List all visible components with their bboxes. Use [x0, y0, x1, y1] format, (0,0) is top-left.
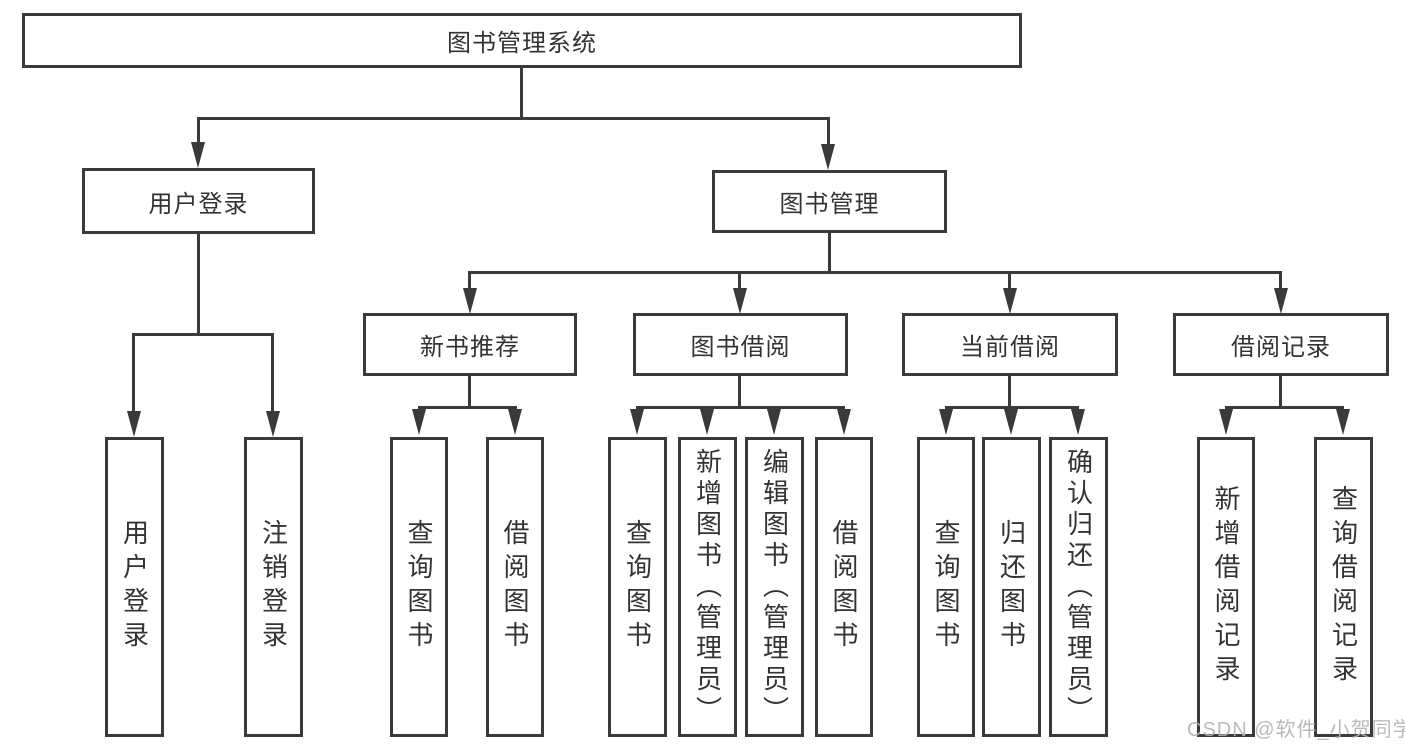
arrow-down-icon: [127, 411, 141, 437]
node-label: 新书推荐: [420, 334, 520, 361]
arrow-down-icon: [412, 409, 426, 435]
arrow-down-icon: [266, 411, 280, 437]
node-label: 用户登录: [119, 519, 150, 655]
connector-line: [1279, 271, 1282, 291]
leaf-borrow-books-borrowing: 借阅图书: [815, 437, 873, 737]
leaf-add-book-admin: 新增图书（管理员）: [678, 437, 737, 737]
connector-line: [418, 406, 517, 409]
node-borrowing-records: 借阅记录: [1173, 313, 1389, 376]
arrow-down-icon: [630, 409, 644, 435]
arrow-down-icon: [191, 142, 205, 168]
connector-line: [738, 271, 741, 291]
leaf-confirm-return-admin: 确认归还（管理员）: [1049, 437, 1108, 737]
csdn-watermark: CSDN @软件_小贺同学: [1187, 719, 1405, 741]
leaf-edit-book-admin: 编辑图书（管理员）: [745, 437, 804, 737]
leaf-query-books-recommend: 查询图书: [390, 437, 448, 737]
node-book-management: 图书管理: [712, 170, 947, 233]
node-label: 借阅图书: [829, 519, 859, 655]
node-label: 用户登录: [148, 190, 249, 218]
leaf-borrow-books-recommend: 借阅图书: [486, 437, 544, 737]
connector-line: [197, 117, 200, 146]
node-label: 注销登录: [258, 519, 289, 655]
leaf-user-login: 用户登录: [105, 437, 164, 737]
arrow-down-icon: [1004, 409, 1018, 435]
node-label: 查询图书: [404, 519, 434, 655]
node-label: 图书管理: [779, 191, 880, 218]
connector-line: [271, 333, 274, 411]
node-label: 查询借阅记录: [1328, 485, 1359, 689]
connector-line: [1279, 374, 1282, 409]
arrow-down-icon: [1274, 288, 1288, 314]
arrow-down-icon: [767, 409, 781, 435]
connector-line: [468, 271, 471, 291]
connector-line: [1225, 406, 1344, 409]
node-user-login: 用户登录: [82, 168, 315, 234]
node-label: 查询图书: [622, 519, 653, 655]
connector-line: [197, 117, 830, 120]
node-label: 借阅记录: [1231, 334, 1331, 361]
arrow-down-icon: [508, 409, 522, 435]
arrow-down-icon: [1003, 288, 1017, 314]
connector-line: [636, 406, 845, 409]
arrow-down-icon: [1071, 409, 1085, 435]
connector-line: [1008, 271, 1011, 291]
leaf-query-borrow-record: 查询借阅记录: [1314, 437, 1373, 737]
arrow-down-icon: [1336, 409, 1350, 435]
node-label: 借阅图书: [500, 519, 530, 655]
arrow-down-icon: [733, 288, 747, 314]
connector-line: [468, 271, 1282, 274]
leaf-add-borrow-record: 新增借阅记录: [1197, 437, 1255, 737]
arrow-down-icon: [1219, 409, 1233, 435]
node-label: 查询图书: [931, 519, 961, 655]
node-label: 编辑图书（管理员）: [759, 447, 790, 727]
connector-line: [738, 374, 741, 409]
leaf-query-books-borrowing: 查询图书: [608, 437, 667, 737]
connector-line: [1008, 374, 1011, 409]
arrow-down-icon: [821, 144, 835, 170]
node-label: 确认归还（管理员）: [1063, 447, 1094, 727]
connector-line: [945, 406, 1079, 409]
node-label: 当前借阅: [960, 334, 1060, 361]
connector-line: [197, 234, 200, 336]
leaf-return-book: 归还图书: [982, 437, 1041, 737]
node-label: 新增借阅记录: [1211, 485, 1241, 689]
node-new-book-recommendation: 新书推荐: [363, 313, 577, 376]
arrow-down-icon: [837, 409, 851, 435]
arrow-down-icon: [939, 409, 953, 435]
arrow-down-icon: [700, 409, 714, 435]
connector-line: [133, 333, 274, 336]
connector-line: [520, 67, 523, 118]
connector-line: [828, 233, 831, 274]
node-book-borrowing: 图书借阅: [633, 313, 848, 376]
leaf-logout: 注销登录: [244, 437, 303, 737]
node-current-borrowing: 当前借阅: [902, 313, 1118, 376]
node-library-management-system: 图书管理系统: [22, 13, 1022, 68]
connector-line: [827, 117, 830, 148]
connector-line: [132, 333, 135, 411]
node-label: 归还图书: [996, 519, 1027, 655]
arrow-down-icon: [463, 288, 477, 314]
node-label: 图书借阅: [690, 334, 791, 361]
node-label: 新增图书（管理员）: [692, 447, 723, 727]
node-label: 图书管理系统: [447, 30, 597, 57]
leaf-query-books-current: 查询图书: [917, 437, 975, 737]
connector-line: [468, 374, 471, 409]
